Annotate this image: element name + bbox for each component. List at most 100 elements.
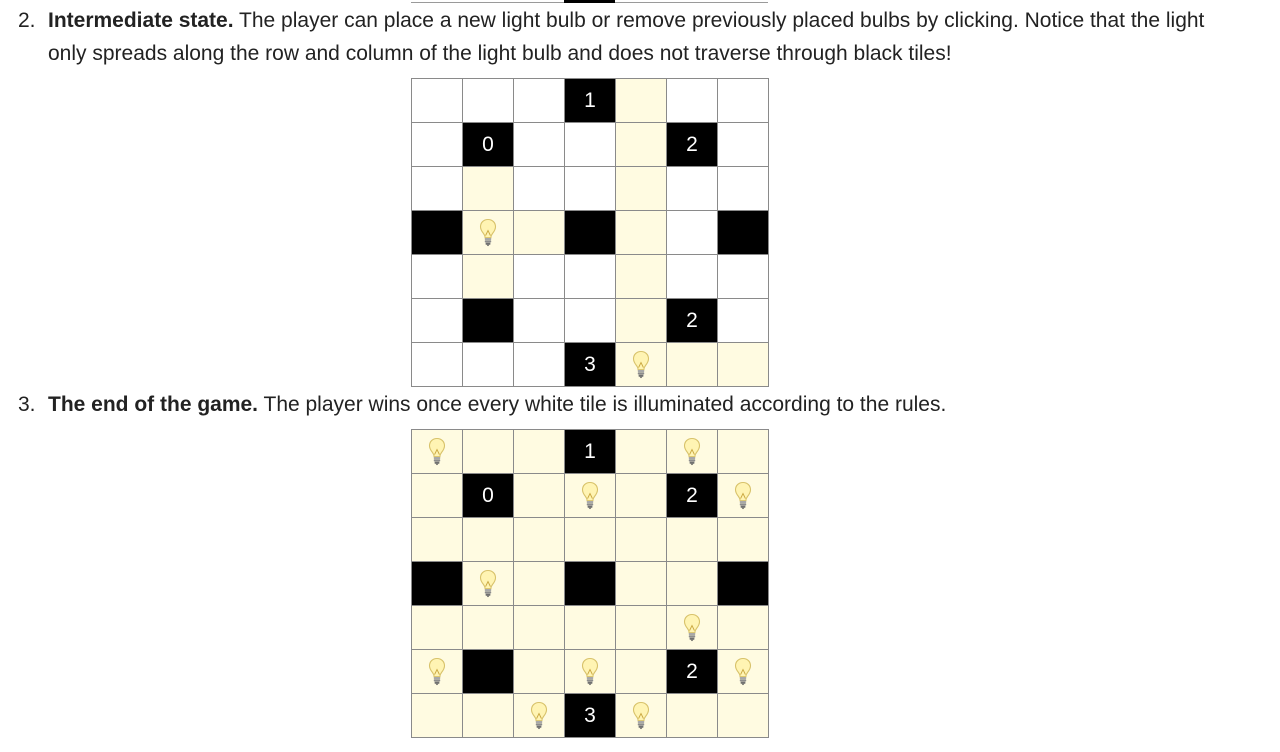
grid-cell-r6-c1[interactable] xyxy=(412,650,462,693)
grid-cell-r3-c4[interactable] xyxy=(565,518,615,561)
previous-board-bottom-edge xyxy=(411,0,768,3)
grid-cell-r5-c1[interactable] xyxy=(412,606,462,649)
grid-cell-r7-c2[interactable] xyxy=(463,343,513,386)
grid-cell-r1-c1[interactable] xyxy=(412,430,462,473)
grid-cell-r6-c2 xyxy=(463,650,513,693)
grid-cell-r3-c3[interactable] xyxy=(514,167,564,210)
grid-cell-r5-c6[interactable] xyxy=(667,606,717,649)
grid-cell-r6-c6: 2 xyxy=(667,650,717,693)
grid-cell-r2-c7[interactable] xyxy=(718,123,768,166)
grid-cell-r4-c3[interactable] xyxy=(514,562,564,605)
grid-cell-r6-c7[interactable] xyxy=(718,650,768,693)
grid-cell-r2-c3[interactable] xyxy=(514,123,564,166)
grid-cell-r1-c6[interactable] xyxy=(667,79,717,122)
grid-cell-r4-c2[interactable] xyxy=(463,211,513,254)
grid-cell-r5-c3[interactable] xyxy=(514,606,564,649)
grid-cell-r6-c5[interactable] xyxy=(616,650,666,693)
grid-cell-r4-c5[interactable] xyxy=(616,562,666,605)
grid-cell-r5-c1[interactable] xyxy=(412,255,462,298)
grid-cell-r1-c4: 1 xyxy=(565,430,615,473)
grid-cell-r2-c7[interactable] xyxy=(718,474,768,517)
grid-cell-r3-c6[interactable] xyxy=(667,167,717,210)
grid-cell-r3-c5[interactable] xyxy=(616,518,666,561)
grid-cell-r3-c3[interactable] xyxy=(514,518,564,561)
grid-cell-r3-c4[interactable] xyxy=(565,167,615,210)
grid-cell-r7-c1[interactable] xyxy=(412,694,462,737)
grid-cell-r7-c6[interactable] xyxy=(667,343,717,386)
grid-cell-r3-c7[interactable] xyxy=(718,167,768,210)
grid-cell-r3-c1[interactable] xyxy=(412,518,462,561)
grid-cell-r7-c5[interactable] xyxy=(616,343,666,386)
step-3: 3. The end of the game. The player wins … xyxy=(18,388,1208,421)
grid-cell-r6-c7[interactable] xyxy=(718,299,768,342)
grid-cell-r4-c6[interactable] xyxy=(667,562,717,605)
grid-cell-r5-c5[interactable] xyxy=(616,255,666,298)
grid-cell-r5-c7[interactable] xyxy=(718,606,768,649)
grid-cell-r5-c2[interactable] xyxy=(463,255,513,298)
grid-cell-r4-c2[interactable] xyxy=(463,562,513,605)
grid-cell-r7-c3[interactable] xyxy=(514,694,564,737)
light-bulb-icon xyxy=(530,701,548,730)
grid-cell-r7-c1[interactable] xyxy=(412,343,462,386)
grid-cell-r6-c3[interactable] xyxy=(514,650,564,693)
grid-cell-r3-c5[interactable] xyxy=(616,167,666,210)
black-tile-clue: 0 xyxy=(482,132,494,156)
grid-cell-r4-c3[interactable] xyxy=(514,211,564,254)
step-description: The end of the game. The player wins onc… xyxy=(48,388,1208,421)
grid-cell-r2-c1[interactable] xyxy=(412,123,462,166)
grid-cell-r1-c5[interactable] xyxy=(616,430,666,473)
step-title: Intermediate state. xyxy=(48,9,234,32)
grid-cell-r1-c3[interactable] xyxy=(514,430,564,473)
grid-cell-r6-c4[interactable] xyxy=(565,299,615,342)
grid-cell-r5-c2[interactable] xyxy=(463,606,513,649)
grid-cell-r2-c3[interactable] xyxy=(514,474,564,517)
light-bulb-icon xyxy=(734,657,752,686)
grid-cell-r2-c4[interactable] xyxy=(565,474,615,517)
grid-cell-r4-c6[interactable] xyxy=(667,211,717,254)
grid-cell-r7-c6[interactable] xyxy=(667,694,717,737)
grid-cell-r2-c1[interactable] xyxy=(412,474,462,517)
grid-cell-r5-c5[interactable] xyxy=(616,606,666,649)
grid-cell-r3-c2[interactable] xyxy=(463,518,513,561)
grid-cell-r1-c2[interactable] xyxy=(463,430,513,473)
black-tile-clue: 3 xyxy=(584,352,596,376)
black-tile-clue: 2 xyxy=(686,483,698,507)
grid-cell-r4-c1 xyxy=(412,562,462,605)
grid-cell-r7-c4: 3 xyxy=(565,343,615,386)
grid-cell-r3-c1[interactable] xyxy=(412,167,462,210)
grid-cell-r6-c1[interactable] xyxy=(412,299,462,342)
grid-cell-r6-c2 xyxy=(463,299,513,342)
grid-cell-r7-c7[interactable] xyxy=(718,343,768,386)
grid-cell-r5-c4[interactable] xyxy=(565,255,615,298)
grid-cell-r7-c7[interactable] xyxy=(718,694,768,737)
grid-cell-r5-c7[interactable] xyxy=(718,255,768,298)
grid-cell-r3-c7[interactable] xyxy=(718,518,768,561)
grid-cell-r6-c3[interactable] xyxy=(514,299,564,342)
grid-cell-r7-c3[interactable] xyxy=(514,343,564,386)
grid-cell-r1-c5[interactable] xyxy=(616,79,666,122)
grid-cell-r2-c5[interactable] xyxy=(616,123,666,166)
grid-cell-r1-c6[interactable] xyxy=(667,430,717,473)
step-number: 2. xyxy=(18,9,36,32)
grid-cell-r3-c6[interactable] xyxy=(667,518,717,561)
grid-cell-r5-c3[interactable] xyxy=(514,255,564,298)
grid-cell-r2-c4[interactable] xyxy=(565,123,615,166)
grid-cell-r1-c2[interactable] xyxy=(463,79,513,122)
grid-cell-r6-c4[interactable] xyxy=(565,650,615,693)
grid-cell-r7-c5[interactable] xyxy=(616,694,666,737)
grid-cell-r4-c5[interactable] xyxy=(616,211,666,254)
grid-cell-r3-c2[interactable] xyxy=(463,167,513,210)
grid-cell-r1-c1[interactable] xyxy=(412,79,462,122)
grid-cell-r5-c6[interactable] xyxy=(667,255,717,298)
grid-cell-r6-c5[interactable] xyxy=(616,299,666,342)
grid-cell-r2-c5[interactable] xyxy=(616,474,666,517)
grid-cell-r1-c7[interactable] xyxy=(718,430,768,473)
grid-cell-r1-c3[interactable] xyxy=(514,79,564,122)
grid-cell-r1-c7[interactable] xyxy=(718,79,768,122)
grid-cell-r5-c4[interactable] xyxy=(565,606,615,649)
light-bulb-icon xyxy=(683,613,701,642)
grid-cell-r7-c2[interactable] xyxy=(463,694,513,737)
grid-cell-r2-c6: 2 xyxy=(667,123,717,166)
light-bulb-icon xyxy=(581,481,599,510)
